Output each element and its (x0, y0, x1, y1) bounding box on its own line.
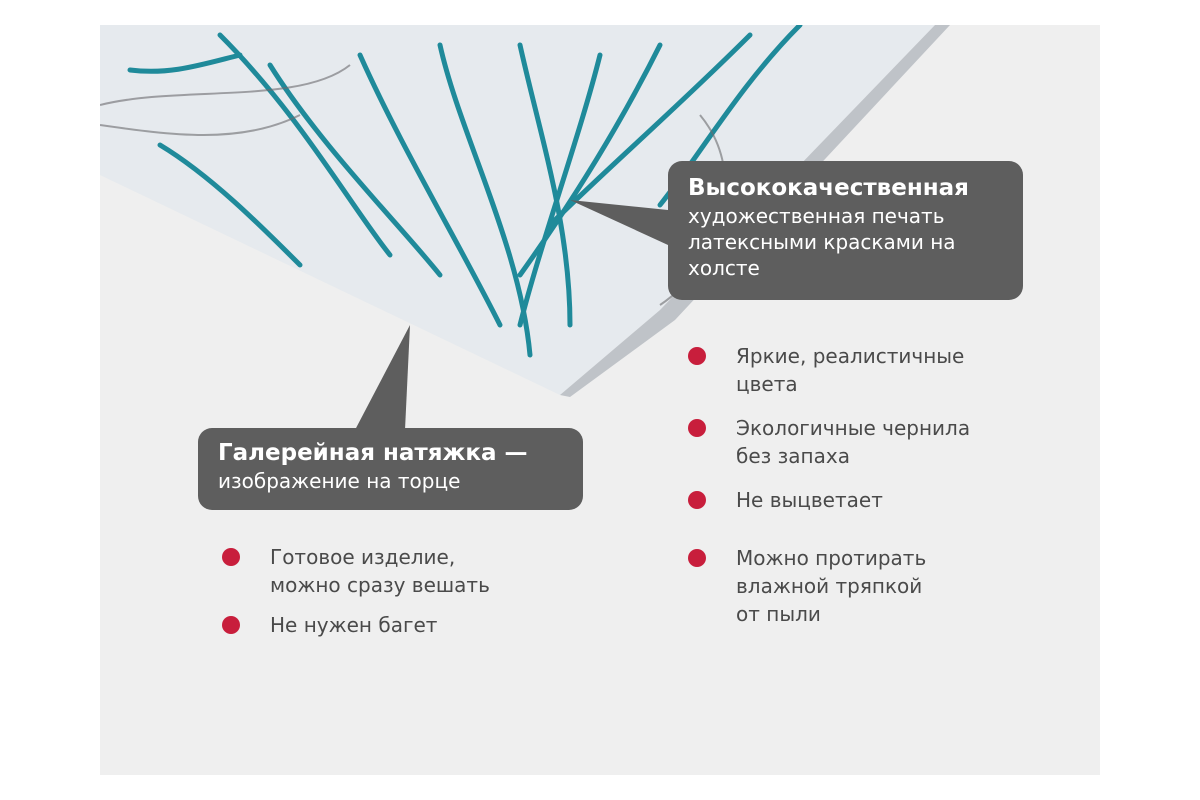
bullet-dot-icon (688, 549, 706, 567)
callout-body: художественная печать латексными краскам… (688, 204, 956, 280)
list-item: Экологичные чернила без запаха (688, 414, 1008, 470)
callout-title: Галерейная натяжка — (218, 440, 528, 466)
print-quality-callout: Высококачественная художественная печать… (668, 161, 1023, 300)
callout-body: изображение на торце (218, 469, 461, 493)
bullet-dot-icon (688, 491, 706, 509)
gallery-wrap-callout: Галерейная натяжка — изображение на торц… (198, 428, 583, 510)
list-item: Готовое изделие, можно сразу вешать (222, 543, 542, 599)
item-text: Не выцветает (736, 488, 883, 512)
bullet-dot-icon (222, 548, 240, 566)
item-text: Можно протирать влажной тряпкой от пыли (736, 546, 927, 626)
item-text: Экологичные чернила без запаха (736, 416, 971, 468)
list-item: Яркие, реалистичные цвета (688, 342, 1008, 398)
item-text: Не нужен багет (270, 613, 438, 637)
bullet-dot-icon (688, 347, 706, 365)
features-list-left: Готовое изделие, можно сразу вешать Не н… (222, 543, 542, 639)
item-text: Яркие, реалистичные цвета (736, 344, 965, 396)
item-text: Готовое изделие, можно сразу вешать (270, 545, 490, 597)
bullet-dot-icon (222, 616, 240, 634)
bullet-dot-icon (688, 419, 706, 437)
infographic-panel: Высококачественная художественная печать… (100, 25, 1100, 775)
list-item: Не нужен багет (222, 611, 542, 639)
callout-title: Высококачественная (688, 175, 969, 201)
list-item: Можно протирать влажной тряпкой от пыли (688, 544, 1008, 628)
features-list-right: Яркие, реалистичные цвета Экологичные че… (688, 342, 1008, 628)
list-item: Не выцветает (688, 486, 1008, 514)
